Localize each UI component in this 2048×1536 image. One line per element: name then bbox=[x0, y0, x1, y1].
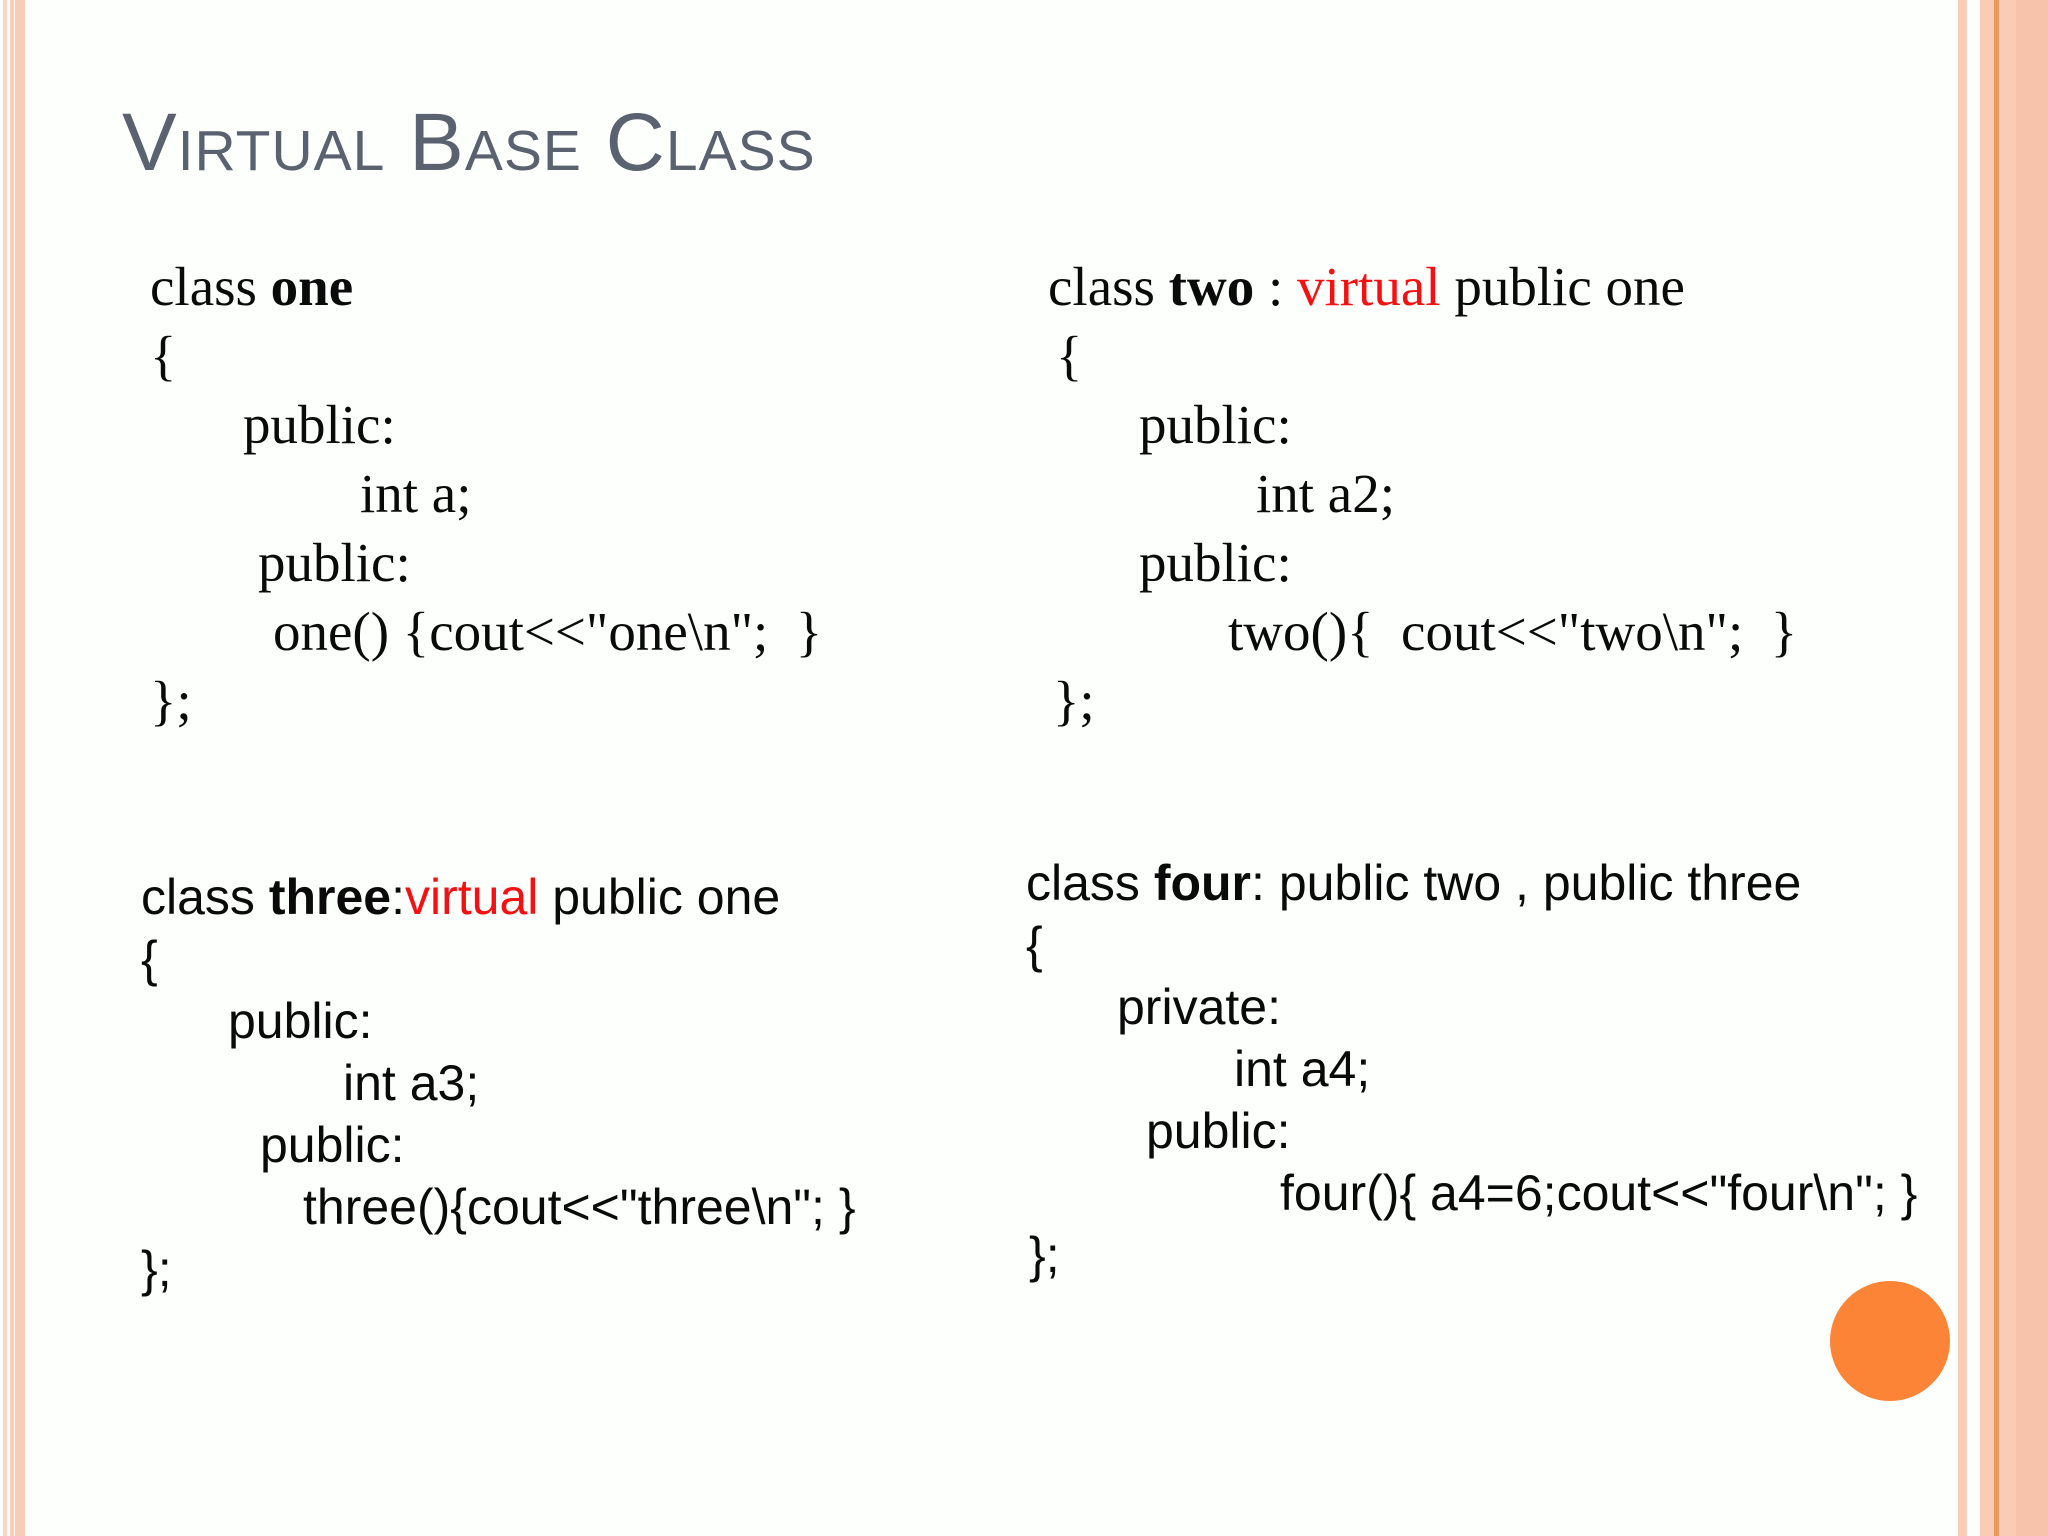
code-line: public: bbox=[1146, 1103, 1291, 1159]
class-keyword: class bbox=[1048, 256, 1169, 317]
right-border-accent-line bbox=[1994, 0, 1999, 1536]
header-separator: : bbox=[1254, 256, 1297, 317]
code-line: public: bbox=[258, 532, 411, 593]
base-class-list: public one bbox=[538, 869, 781, 925]
code-header-line: class one bbox=[150, 252, 822, 321]
code-line: }; bbox=[1029, 1227, 1060, 1283]
code-line: int a2; bbox=[1256, 463, 1396, 524]
right-border-inner-band bbox=[2016, 0, 2048, 1536]
header-separator: : bbox=[1251, 855, 1279, 911]
code-line: }; bbox=[150, 670, 192, 731]
header-separator: : bbox=[391, 869, 405, 925]
code-header-line: class three:virtual public one bbox=[141, 866, 856, 928]
right-border-stripe bbox=[1958, 0, 1967, 1536]
code-line: four(){ a4=6;cout<<"four\n"; } bbox=[1280, 1165, 1918, 1221]
code-line: int a; bbox=[360, 463, 472, 524]
code-block-class-four: class four: public two , public three { … bbox=[1026, 852, 1917, 1286]
class-name: three bbox=[268, 869, 392, 925]
code-line: public: bbox=[260, 1117, 405, 1173]
code-line: }; bbox=[1053, 670, 1095, 731]
class-name: one bbox=[270, 256, 354, 317]
code-line: public: bbox=[1139, 532, 1292, 593]
code-line: int a3; bbox=[343, 1055, 480, 1111]
class-name: four bbox=[1153, 855, 1252, 911]
orange-circle bbox=[1830, 1281, 1950, 1401]
base-class-list: public two , public three bbox=[1278, 855, 1802, 911]
code-line: two(){ cout<<"two\n"; } bbox=[1228, 601, 1798, 662]
class-keyword: class bbox=[1026, 855, 1154, 911]
code-line: { bbox=[1026, 917, 1043, 973]
code-header-line: class four: public two , public three bbox=[1026, 852, 1917, 914]
left-border-stripe-middle bbox=[10, 0, 14, 1536]
code-line: public: bbox=[1139, 394, 1292, 455]
code-line: { bbox=[150, 325, 177, 386]
base-class-list: public one bbox=[1440, 256, 1685, 317]
virtual-keyword: virtual bbox=[1297, 256, 1441, 317]
code-block-class-one: class one { public: int a; public: one()… bbox=[150, 252, 822, 735]
code-line: public: bbox=[243, 394, 396, 455]
code-line: int a4; bbox=[1234, 1041, 1371, 1097]
slide-title: Virtual Base Class bbox=[122, 97, 816, 188]
virtual-keyword: virtual bbox=[404, 869, 539, 925]
class-name: two bbox=[1168, 256, 1255, 317]
class-keyword: class bbox=[150, 256, 271, 317]
code-line: three(){cout<<"three\n"; } bbox=[303, 1179, 856, 1235]
code-header-line: class two : virtual public one bbox=[1048, 252, 1797, 321]
code-block-class-three: class three:virtual public one { public:… bbox=[141, 866, 856, 1300]
code-block-class-two: class two : virtual public one { public:… bbox=[1048, 252, 1797, 735]
code-line: { bbox=[1056, 325, 1083, 386]
class-keyword: class bbox=[141, 869, 269, 925]
code-line: public: bbox=[228, 993, 373, 1049]
left-border-stripe-outer bbox=[3, 0, 7, 1536]
left-border-stripe-inner bbox=[15, 0, 25, 1536]
code-line: one() {cout<<"one\n"; } bbox=[273, 601, 823, 662]
code-line: { bbox=[141, 931, 158, 987]
code-line: private: bbox=[1117, 979, 1281, 1035]
code-line: }; bbox=[141, 1241, 172, 1297]
